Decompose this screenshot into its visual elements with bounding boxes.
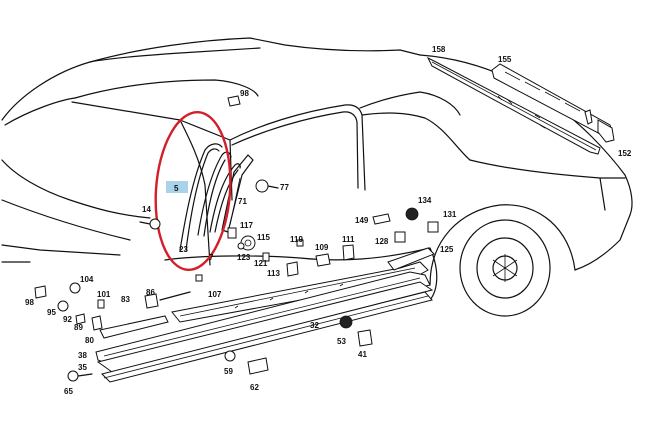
label-86: 86 (146, 288, 155, 297)
label-104: 104 (80, 275, 94, 284)
fastener-parts (34, 95, 439, 382)
rocker-trim-35 (101, 291, 433, 383)
label-131: 131 (443, 210, 457, 219)
highlight-label-box (166, 181, 188, 193)
label-109: 109 (315, 243, 329, 252)
label-123: 123 (237, 253, 251, 262)
label-98-top: 98 (240, 89, 249, 98)
highlight-label: 5 (174, 184, 179, 193)
label-92: 92 (63, 315, 72, 324)
label-59: 59 (224, 367, 233, 376)
roof-strip-155 (491, 63, 615, 143)
label-35: 35 (78, 363, 87, 372)
label-149: 149 (355, 216, 369, 225)
highlight-circle (154, 110, 232, 272)
roof-strip-158 (426, 56, 601, 155)
label-83: 83 (121, 295, 130, 304)
part-labels: 158 155 152 98 77 71 14 23 7 117 115 123… (25, 45, 632, 396)
label-101: 101 (97, 290, 111, 299)
label-7: 7 (209, 253, 214, 262)
label-23: 23 (179, 245, 188, 254)
label-77: 77 (280, 183, 289, 192)
label-117: 117 (240, 221, 253, 230)
label-38: 38 (78, 351, 87, 360)
rocker-trim-38 (96, 281, 434, 373)
label-111: 111 (342, 235, 355, 244)
label-32: 32 (310, 321, 319, 330)
label-125: 125 (440, 245, 454, 254)
label-80: 80 (85, 336, 94, 345)
label-98-lower: 98 (25, 298, 34, 307)
label-95: 95 (47, 308, 56, 317)
label-71: 71 (238, 197, 247, 206)
label-128: 128 (375, 237, 389, 246)
label-53: 53 (337, 337, 346, 346)
car-body-outline (1, 37, 633, 317)
label-41: 41 (358, 350, 367, 359)
label-65: 65 (64, 387, 73, 396)
label-119: 119 (290, 235, 303, 244)
label-115: 115 (257, 233, 270, 242)
label-155: 155 (498, 55, 512, 64)
strip-125 (387, 247, 435, 271)
label-62: 62 (250, 383, 259, 392)
label-89: 89 (74, 323, 83, 332)
label-158: 158 (432, 45, 446, 54)
label-121: 121 (254, 259, 268, 268)
label-113: 113 (267, 269, 280, 278)
label-134: 134 (418, 196, 432, 205)
label-14: 14 (142, 205, 151, 214)
label-152: 152 (618, 149, 632, 158)
label-107: 107 (208, 290, 222, 299)
front-trim-89 (99, 315, 169, 339)
